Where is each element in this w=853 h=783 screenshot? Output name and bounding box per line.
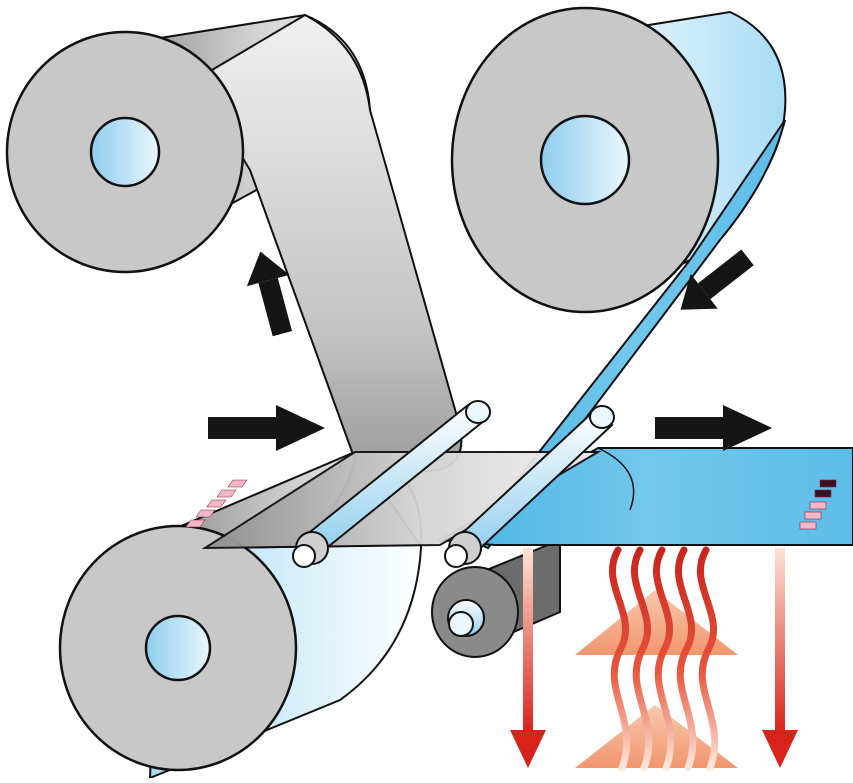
label-mark xyxy=(804,511,822,520)
laminated-web xyxy=(201,447,853,550)
direction-arrow-icon xyxy=(680,249,754,310)
label-marks-left xyxy=(185,479,248,528)
label-mark xyxy=(809,501,827,510)
right-guide-rod xyxy=(444,405,615,568)
label-marks-right xyxy=(799,479,837,530)
rod-cap xyxy=(292,544,316,568)
roll-core xyxy=(144,614,212,682)
direction-arrow-icon xyxy=(208,405,325,451)
takeup-roll xyxy=(5,13,463,537)
label-mark xyxy=(185,519,206,528)
label-mark xyxy=(799,521,817,530)
direction-arrow-icon xyxy=(246,251,293,337)
bottom-web-through-nip xyxy=(201,451,602,550)
roller-shaft-cap xyxy=(448,611,474,637)
web-curve xyxy=(597,447,635,511)
heat-cone-icon xyxy=(575,705,738,768)
rod-cap xyxy=(444,544,468,568)
blue-web-strip xyxy=(468,119,786,550)
heat-zone xyxy=(510,546,798,772)
roll-core xyxy=(539,114,631,206)
label-mark xyxy=(814,489,832,498)
heat-wave-icon xyxy=(609,546,719,772)
direction-arrow-icon xyxy=(655,405,772,451)
label-mark xyxy=(206,499,227,508)
heat-cone-icon xyxy=(575,590,738,655)
heat-flow-arrow-icon xyxy=(510,548,546,768)
label-mark xyxy=(195,509,216,518)
label-mark xyxy=(216,489,237,498)
label-mark xyxy=(819,479,837,488)
film-supply-roll xyxy=(450,6,787,550)
roll-core xyxy=(89,116,161,188)
left-guide-rod xyxy=(292,400,491,568)
label-mark xyxy=(227,479,248,488)
heat-flow-arrow-icon xyxy=(762,548,798,768)
